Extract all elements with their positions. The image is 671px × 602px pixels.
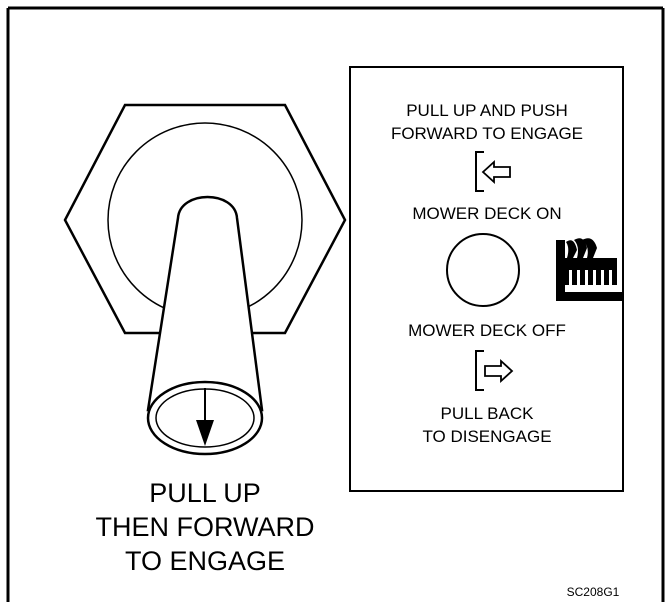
forward-gate-arrow-icon bbox=[475, 151, 511, 192]
lever-caption-line2: THEN FORWARD bbox=[96, 512, 315, 542]
instruction-decal: PULL UP AND PUSH FORWARD TO ENGAGE MOWER… bbox=[349, 66, 624, 492]
mower-deck-on-label: MOWER DECK ON bbox=[412, 204, 561, 223]
disengage-instruction-line1: PULL BACK bbox=[441, 404, 535, 423]
engage-instruction-line2: FORWARD TO ENGAGE bbox=[391, 124, 583, 143]
mower-deck-icon bbox=[556, 238, 622, 301]
outer-frame bbox=[6, 6, 665, 602]
lever-caption-line1: PULL UP bbox=[149, 478, 261, 508]
lever-caption-line3: TO ENGAGE bbox=[125, 546, 285, 576]
engage-instruction-line1: PULL UP AND PUSH bbox=[406, 101, 568, 120]
lever-shaft bbox=[146, 195, 264, 412]
lever-knob-circle bbox=[446, 233, 520, 307]
figure-code: SC208G1 bbox=[567, 585, 620, 599]
down-arrow-icon bbox=[196, 420, 214, 446]
mower-deck-off-label: MOWER DECK OFF bbox=[408, 321, 566, 340]
lever-caption: PULL UP THEN FORWARD TO ENGAGE bbox=[96, 478, 315, 576]
control-lever bbox=[63, 103, 347, 456]
back-gate-arrow-icon bbox=[475, 350, 514, 391]
disengage-instruction-line2: TO DISENGAGE bbox=[422, 427, 551, 446]
